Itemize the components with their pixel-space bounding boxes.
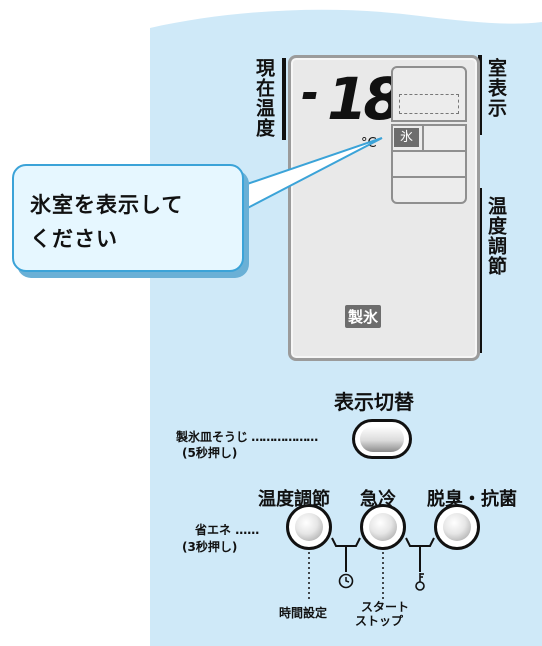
lcd-display: 18 °C 氷 製氷: [288, 55, 480, 361]
display-switch-label: 表示切替: [334, 390, 414, 414]
deodorize-button[interactable]: [434, 504, 480, 550]
ice-making-badge: 製氷: [345, 305, 382, 328]
energy-save-label: 省エネ ……: [195, 523, 260, 537]
current-temp-label: 現在温度: [253, 58, 275, 138]
temp-adjust-side-label: 温度調節: [485, 196, 507, 276]
temp-readout: 18: [327, 65, 404, 133]
display-switch-button[interactable]: [352, 419, 412, 459]
callout-bubble: [12, 164, 244, 272]
callout-line-1: 氷室を表示して: [30, 193, 184, 217]
ice-room-badge: 氷: [394, 128, 419, 147]
start-stop-label: スタート ストップ: [355, 600, 410, 628]
room-indicator-row3: [391, 150, 467, 178]
temp-adjust-button[interactable]: [286, 504, 332, 550]
room-display-label: 室表示: [485, 58, 507, 118]
room-display-bar: [478, 55, 482, 135]
room-indicator-dashed: [399, 94, 459, 114]
room-indicator-top: [391, 66, 467, 122]
key-icon: [415, 573, 425, 591]
energy-save-hold: (3秒押し): [182, 540, 238, 554]
time-setting-label: 時間設定: [279, 606, 328, 620]
current-temp-bar: [282, 58, 286, 140]
callout-line-2: ください: [30, 227, 118, 251]
temp-adjust-bar: [478, 188, 482, 353]
ice-tray-clean-label: 製氷皿そうじ ………………: [176, 430, 318, 444]
ice-tray-clean-hold: (5秒押し): [182, 446, 238, 460]
quick-cool-button[interactable]: [360, 504, 406, 550]
callout-message: 氷室を表示して ください: [30, 188, 183, 256]
room-indicator-row4: [391, 176, 467, 204]
clock-icon: [338, 573, 354, 589]
